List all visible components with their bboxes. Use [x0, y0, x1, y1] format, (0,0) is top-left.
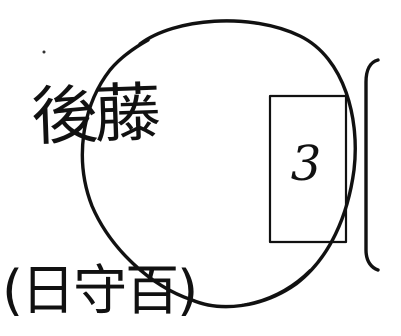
right-bracket-line — [364, 58, 380, 272]
speck — [42, 50, 46, 54]
bottom-stroke — [240, 268, 312, 307]
surname-handwriting: 後藤 — [29, 76, 159, 155]
number-box — [268, 94, 348, 244]
parenthetical-handwriting: (日守百) — [2, 259, 198, 322]
boxed-number: 3 — [290, 136, 322, 192]
